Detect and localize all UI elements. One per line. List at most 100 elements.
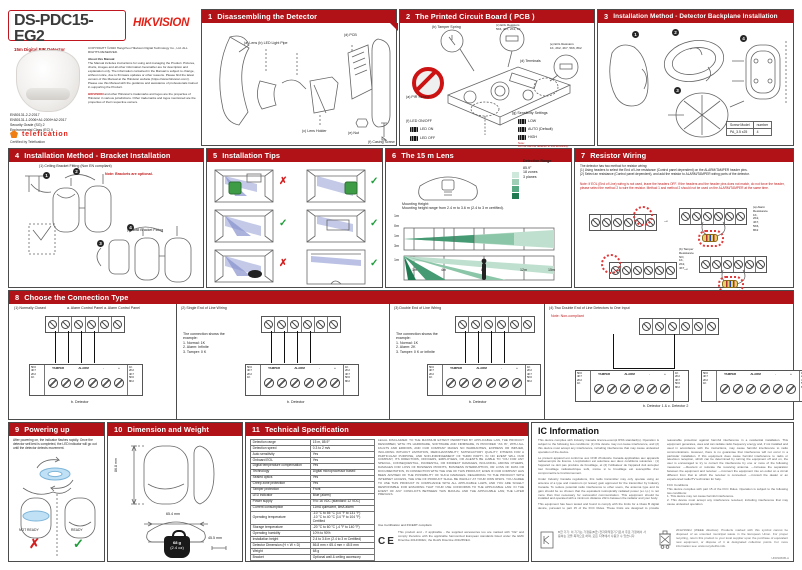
- ic-paragraph-3: Under Industry Canada regulations, this …: [538, 477, 659, 501]
- s8-divider-1: [176, 304, 177, 419]
- spec-row: Detector Dimension (H × W × D)86.8 mm × …: [249, 542, 376, 550]
- trademark-brand: HIKVISION: [88, 91, 104, 96]
- spec-value: Yes: [310, 474, 376, 482]
- section-10-number: 10: [114, 425, 123, 434]
- wire: [68, 331, 69, 363]
- spec-key: Detection speed: [249, 444, 312, 452]
- label-tamper-spring: (b) Tamper Spring: [432, 25, 461, 29]
- wire: [94, 331, 95, 363]
- section-3-header: 3 Installation Method - Detector Backpla…: [598, 10, 793, 23]
- spec-key: Sealed optics: [249, 474, 312, 482]
- section-9-body: After powering on, the indicator flashes…: [9, 436, 104, 561]
- detector-terminals: TAMPER ALARM - +: [717, 371, 799, 401]
- section-8-header: 8 Choose the Connection Type: [9, 291, 793, 304]
- legend-items: 85.9° 18 zones 3 planes: [523, 166, 538, 179]
- section-9-title: Powering up: [24, 425, 70, 434]
- ytop-3: 1m: [394, 234, 399, 238]
- section-2-body: (a) PIR Sensor (b) Tamper Spring (c) EOL…: [400, 23, 594, 148]
- tips-rooms-drawing: [214, 169, 366, 285]
- detector-terminal-block: 5K6 4K7 2K2 1K TAMPER ALARM - + 1K 2K2 4…: [575, 370, 689, 402]
- sens-auto-row: AUTO (Default): [518, 127, 553, 132]
- document-version: UD09066B-A: [771, 556, 789, 560]
- trademark-rest: and other Hikvision's trademarks and log…: [88, 91, 196, 104]
- screw-table-model: PA_3.5 x25: [726, 128, 754, 136]
- section-5-number: 5: [213, 151, 218, 160]
- terminal-label-minus: -: [774, 372, 776, 376]
- ic-paragraph-4: This equipment has been tested and found…: [538, 438, 788, 511]
- terminal-label-alarm: ALARM: [78, 366, 89, 370]
- spec-key: Technology: [249, 468, 312, 476]
- detector-terminals: TAMPER ALARM - +: [443, 365, 525, 395]
- lens-charts-drawing: [403, 172, 555, 281]
- section-3-backplane-installation: 3 Installation Method - Detector Backpla…: [597, 9, 794, 146]
- title-box: DS-PDC15-EG2 15m Digital PIR Detector: [8, 10, 126, 52]
- terminal-labels-row: TAMPER ALARM - +: [717, 372, 799, 376]
- sens-high-row: HIGH: [518, 135, 537, 140]
- section-1-number: 1: [208, 12, 213, 21]
- width-dim-label: 65.4 mm: [166, 512, 180, 516]
- section-10-title: Dimension and Weight: [127, 425, 209, 434]
- step-badge-d: 4: [127, 224, 134, 231]
- sens-low-row: LOW: [518, 119, 536, 124]
- product-subtitle: 15m Digital PIR Detector: [14, 46, 65, 52]
- terminal-label-alarm: ALARM: [294, 366, 305, 370]
- screw-table-h1: Screw Model: [726, 121, 754, 129]
- terminal-label-tamper: TAMPER: [268, 366, 281, 370]
- tip-mark-5: ✗: [279, 258, 288, 269]
- terminal-label-plus: +: [334, 366, 336, 370]
- spec-key: Tamper protection: [249, 486, 312, 494]
- ceiling-fitting-label: (1) Ceiling Bracket Fitting (Non EN comp…: [39, 164, 112, 168]
- terminal-label-minus: -: [500, 366, 502, 370]
- resistor-wiring-intro: The detector has two method for resistor…: [580, 164, 750, 176]
- section-10-dimension-weight: 10 Dimension and Weight 86.8 mm 65.4 mm …: [107, 422, 243, 562]
- label-lens-holder: (c) Lens Holder: [302, 129, 327, 133]
- terminal-label-tamper: TAMPER: [598, 372, 611, 376]
- section-4-number: 4: [15, 151, 20, 160]
- alarm-resistor-values: 1K 2K2 4K7 5K6 8K2: [525, 365, 540, 395]
- trademark-text: HIKVISION and other Hikvision's trademar…: [88, 92, 198, 104]
- ic-information-text: This device complies with Industry Canad…: [538, 438, 788, 511]
- screw-table-count: 4: [752, 128, 773, 136]
- terminal-screws: [261, 370, 343, 395]
- section-5-header: 5 Installation Tips: [207, 149, 382, 162]
- ytop-2: 0m: [394, 224, 399, 228]
- section-1-disassembling: 1 Disassembling the Detector: [201, 9, 398, 146]
- section-2-number: 2: [406, 12, 411, 21]
- wall-fitting-label: (2) Wall Bracket Fitting: [127, 228, 164, 232]
- section-9-number: 9: [15, 425, 20, 434]
- section-7-header: 7 Resistor Wiring: [575, 149, 793, 162]
- low-sensitivity-note: Note: Do not use the detector in low sen…: [518, 141, 569, 149]
- label-pcb: (d) PCB: [344, 33, 357, 37]
- p4-caption: b. Detector 1 & c. Detector 2: [643, 404, 689, 408]
- spec-value: Yes: [310, 462, 376, 470]
- product-model: DS-PDC15-EG2: [14, 12, 94, 45]
- wire: [465, 331, 466, 363]
- p1-title: (1) Normally Closed: [14, 306, 46, 310]
- section-7-body: The detector has two method for resistor…: [575, 162, 793, 293]
- ce-statement: This product and - if applicable - the s…: [398, 530, 524, 542]
- wire: [81, 331, 82, 363]
- terminal-labels-row: TAMPER ALARM - +: [45, 366, 127, 370]
- label-nut: (e) Nut: [348, 131, 359, 135]
- step-badge-3: 3: [674, 87, 681, 94]
- telefication-logo: telefication: [22, 131, 69, 138]
- spec-value: 0.3 to 2 m/s: [310, 444, 376, 452]
- p2-detector-caption: b. Detector: [287, 400, 305, 404]
- detector-terminal-block: 5K6 4K7 2K2 1K TAMPER ALARM - + 1K 2K2 4…: [701, 370, 802, 402]
- detector-terminals: TAMPER ALARM - +: [261, 365, 343, 395]
- label-led-onoff: (f) LED ON/OFF: [406, 119, 432, 123]
- terminal-label-tamper: TAMPER: [724, 372, 737, 376]
- label-lens-lightpipe: (a) Lens (b) LED Light Pipe: [244, 41, 288, 45]
- terminal-labels-row: TAMPER ALARM - +: [443, 366, 525, 370]
- arrow-1: →: [663, 218, 669, 224]
- section-5-installation-tips: 5 Installation Tips: [206, 148, 383, 288]
- manual-intro-text: COPYRIGHT ©2020 Hangzhou Hikvision Digit…: [88, 46, 198, 106]
- weee-statement: 2012/19/EU (WEEE directive): Products ma…: [676, 528, 788, 548]
- led-on-label: LED ON: [420, 127, 434, 132]
- resistor-wiring-note: Note: If EOL (End of Line) wiring is not…: [580, 182, 785, 190]
